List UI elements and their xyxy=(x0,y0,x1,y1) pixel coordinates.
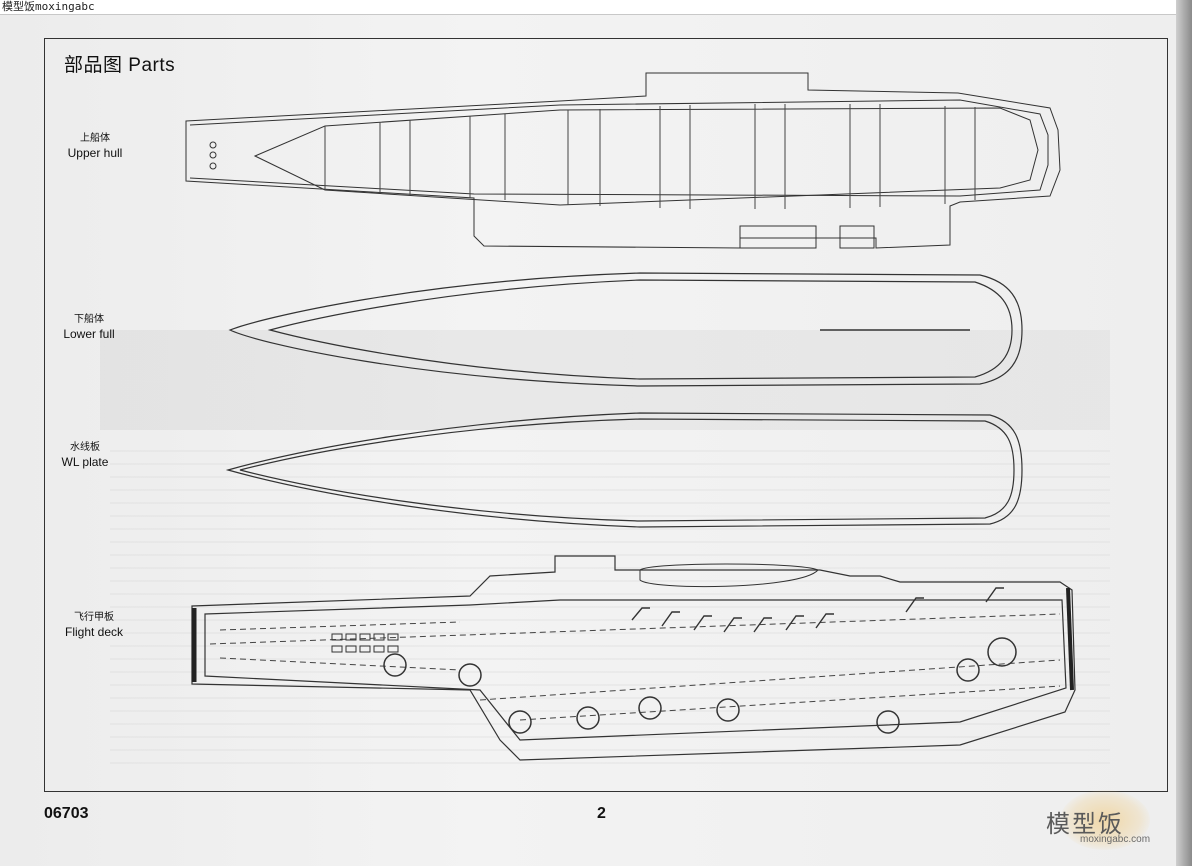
parts-frame xyxy=(44,38,1168,792)
scan-edge xyxy=(1176,0,1192,866)
label-flight-deck-en: Flight deck xyxy=(64,625,124,639)
label-upper-hull-en: Upper hull xyxy=(67,146,123,160)
flight-deck-inner xyxy=(204,599,1067,741)
label-wl-plate: 水线板 WL plate xyxy=(52,440,118,470)
label-wl-plate-en: WL plate xyxy=(61,455,109,469)
label-lower-hull: 下船体 Lower full xyxy=(56,312,122,342)
flight-deck-parking xyxy=(331,633,399,653)
page-title: 部品图 Parts xyxy=(64,55,176,76)
upper-hull-frames xyxy=(324,104,976,209)
flight-deck-diagram xyxy=(191,555,1076,761)
label-upper-hull-zh: 上船体 xyxy=(80,133,110,144)
flight-deck-edge-bow xyxy=(1066,587,1074,691)
label-wl-plate-zh: 水线板 xyxy=(70,442,100,453)
flight-deck-outline xyxy=(191,555,1076,761)
label-lower-hull-zh: 下船体 xyxy=(74,314,104,325)
logo-text: 模型饭 xyxy=(1046,810,1124,838)
lower-hull-diagram xyxy=(228,272,1023,387)
watermark-bar: 模型饭moxingabc xyxy=(0,0,1192,15)
upper-hull-hole-1 xyxy=(209,141,217,149)
product-code: 06703 xyxy=(44,805,89,822)
flight-deck-antennas xyxy=(631,587,1004,633)
flight-deck-elevators xyxy=(383,637,1017,734)
upper-hull-inner xyxy=(189,99,1049,197)
wl-plate-diagram xyxy=(225,412,1023,528)
page-number: 2 xyxy=(597,805,606,822)
upper-hull-sponson-1 xyxy=(739,225,817,249)
logo-splash xyxy=(1060,790,1150,850)
label-flight-deck-zh: 飞行甲板 xyxy=(74,612,114,623)
ghost-textblock xyxy=(110,450,1110,770)
watermark-text: 模型饭moxingabc xyxy=(2,0,95,13)
flight-deck-lines xyxy=(209,613,1061,721)
ghost-banner xyxy=(100,330,1110,430)
site-logo: 模型饭 moxingabc.com xyxy=(1030,790,1170,856)
flight-deck-lift xyxy=(639,563,819,588)
logo-url: moxingabc.com xyxy=(1080,834,1151,845)
upper-hull-hole-3 xyxy=(209,162,217,170)
wl-plate-inner xyxy=(239,418,1015,522)
lower-hull-inner xyxy=(267,279,1013,380)
upper-hull-bow-v xyxy=(253,107,1039,206)
lower-hull-outline xyxy=(228,272,1023,387)
wl-plate-outline xyxy=(225,412,1023,528)
label-lower-hull-en: Lower full xyxy=(63,327,115,341)
upper-hull-outline xyxy=(185,72,1061,249)
upper-hull-sponson-2 xyxy=(839,225,875,249)
label-flight-deck: 飞行甲板 Flight deck xyxy=(56,610,132,640)
upper-hull-diagram xyxy=(185,72,1061,249)
label-upper-hull: 上船体 Upper hull xyxy=(62,131,128,161)
upper-hull-hole-2 xyxy=(209,151,217,159)
